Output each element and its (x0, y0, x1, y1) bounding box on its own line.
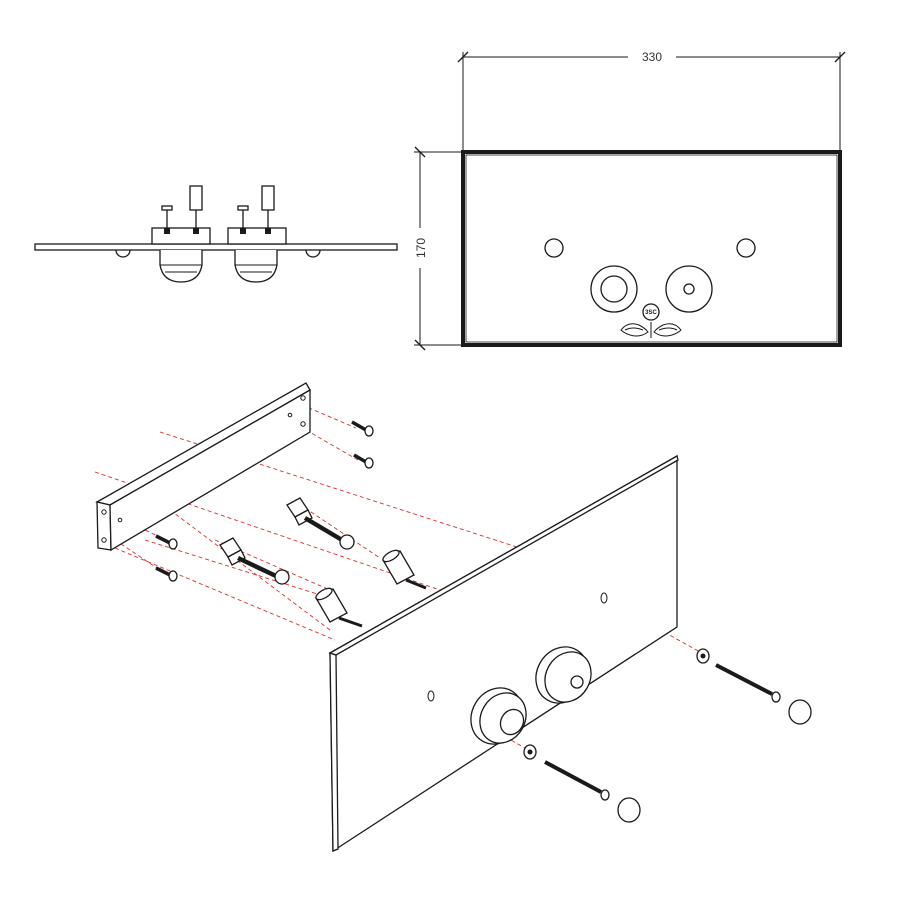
side-valve-left (189, 185, 203, 211)
side-button-right (234, 250, 278, 283)
side-foot-left (115, 249, 131, 258)
side-block-left (151, 227, 211, 245)
front-view: 330 170 3SC (414, 50, 846, 351)
mounting-frame (95, 382, 311, 552)
long-bolt-icon (523, 744, 610, 801)
side-block-right (227, 227, 287, 245)
side-valve-right (261, 185, 275, 211)
spacer-sleeve-lower (315, 587, 363, 628)
exploded-front-plate (328, 454, 679, 853)
side-plate (34, 243, 398, 251)
front-button-half-flush (665, 265, 713, 313)
actuator-rod-lower (219, 537, 290, 585)
wall-screw-icon (155, 566, 178, 582)
flush-button-icon (535, 646, 592, 704)
front-mount-hole-right (736, 238, 756, 258)
brand-logo-text: 3SC (645, 310, 657, 316)
height-dimension-label: 170 (414, 238, 428, 258)
long-bolt-icon (696, 648, 781, 703)
side-button-left (159, 250, 203, 283)
exploded-view (94, 382, 812, 853)
front-plate-frame (461, 150, 842, 347)
dome-cap-icon (617, 797, 641, 823)
width-dimension-label: 330 (642, 50, 662, 64)
wall-screw-icon (351, 420, 374, 437)
spacer-sleeve-upper (382, 549, 427, 590)
side-view (34, 185, 398, 283)
side-foot-right (305, 249, 321, 258)
dome-cap-icon (788, 699, 812, 725)
brand-logo: 3SC (620, 303, 682, 338)
wall-screw-icon (353, 453, 374, 469)
flush-button-icon (470, 687, 527, 745)
wall-screw-icon (155, 534, 178, 550)
front-button-full-flush (590, 265, 638, 313)
front-mount-hole-left (544, 238, 564, 258)
actuator-rod-upper (286, 497, 355, 550)
